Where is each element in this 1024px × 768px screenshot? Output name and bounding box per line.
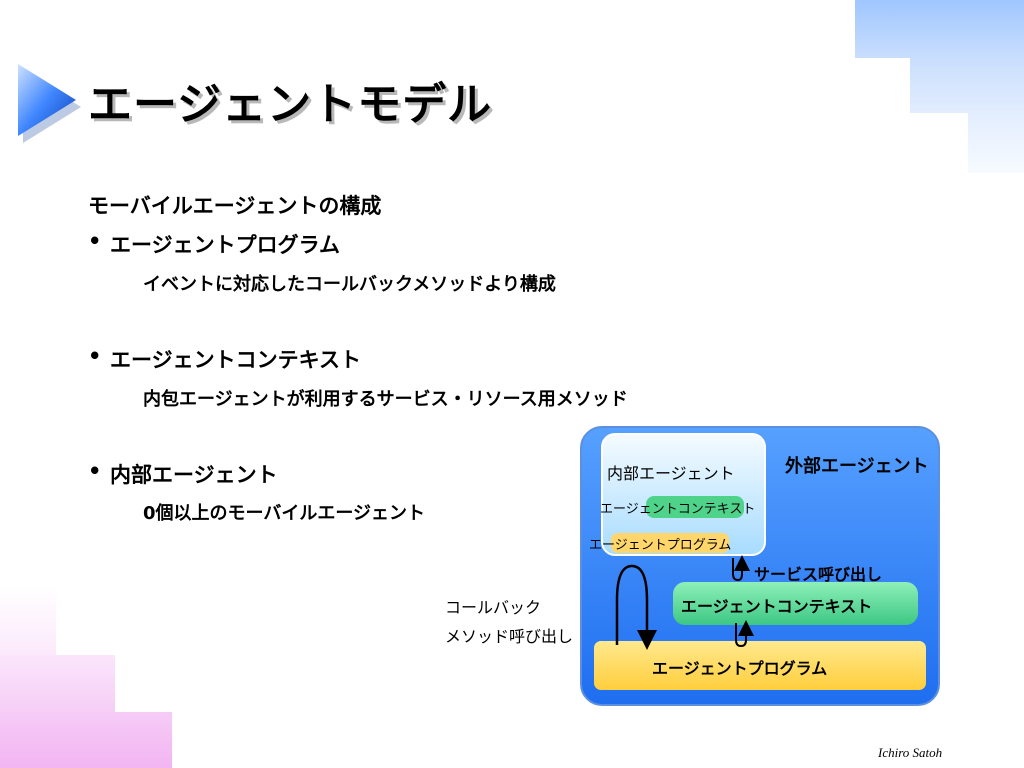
inner-context-pill: [646, 496, 744, 518]
corner-decoration-top-right: [910, 58, 1024, 113]
slide-title: エージェントモデル: [88, 79, 493, 130]
callback-label: コールバック: [445, 598, 542, 617]
corner-decoration-bottom-left: [0, 586, 56, 666]
inner-agent-label: 内部エージェント: [607, 464, 735, 483]
corner-decoration-bottom-left: [0, 655, 115, 715]
inner-context-label: エージェントコンテキスト: [600, 502, 756, 517]
context-pill: [673, 582, 918, 625]
inner-program-label: エージェントプログラム: [589, 538, 732, 553]
program-label: エージェントプログラム: [652, 659, 828, 678]
bullet-label: エージェントプログラム: [110, 233, 340, 257]
bullet-marker: •: [88, 459, 102, 483]
triangle-arrow-icon: [18, 64, 81, 143]
bullet-marker: •: [88, 229, 102, 253]
context-label: エージェントコンテキスト: [681, 597, 873, 616]
callback-label: メソッド呼び出し: [445, 627, 574, 646]
corner-decoration-bottom-left: [0, 712, 172, 768]
section-heading: モーバイルエージェントの構成: [88, 194, 382, 218]
service-call-label: サービス呼び出し: [754, 565, 883, 584]
corner-decoration-top-right: [968, 113, 1024, 173]
bullet-detail: イベントに対応したコールバックメソッドより構成: [143, 274, 556, 295]
footer-author: Ichiro Satoh: [878, 745, 943, 760]
bullet-detail: 0個以上のモーバイルエージェント: [143, 503, 425, 524]
corner-decoration-top-right: [855, 0, 1024, 58]
bullet-label: 内部エージェント: [110, 463, 278, 487]
inner-program-pill: [611, 533, 729, 553]
bullet-detail: 内包エージェントが利用するサービス・リソース用メソッド: [143, 389, 628, 410]
outer-agent-label: 外部エージェント: [785, 456, 929, 477]
bullet-marker: •: [88, 344, 102, 368]
bullet-label: エージェントコンテキスト: [110, 348, 361, 372]
